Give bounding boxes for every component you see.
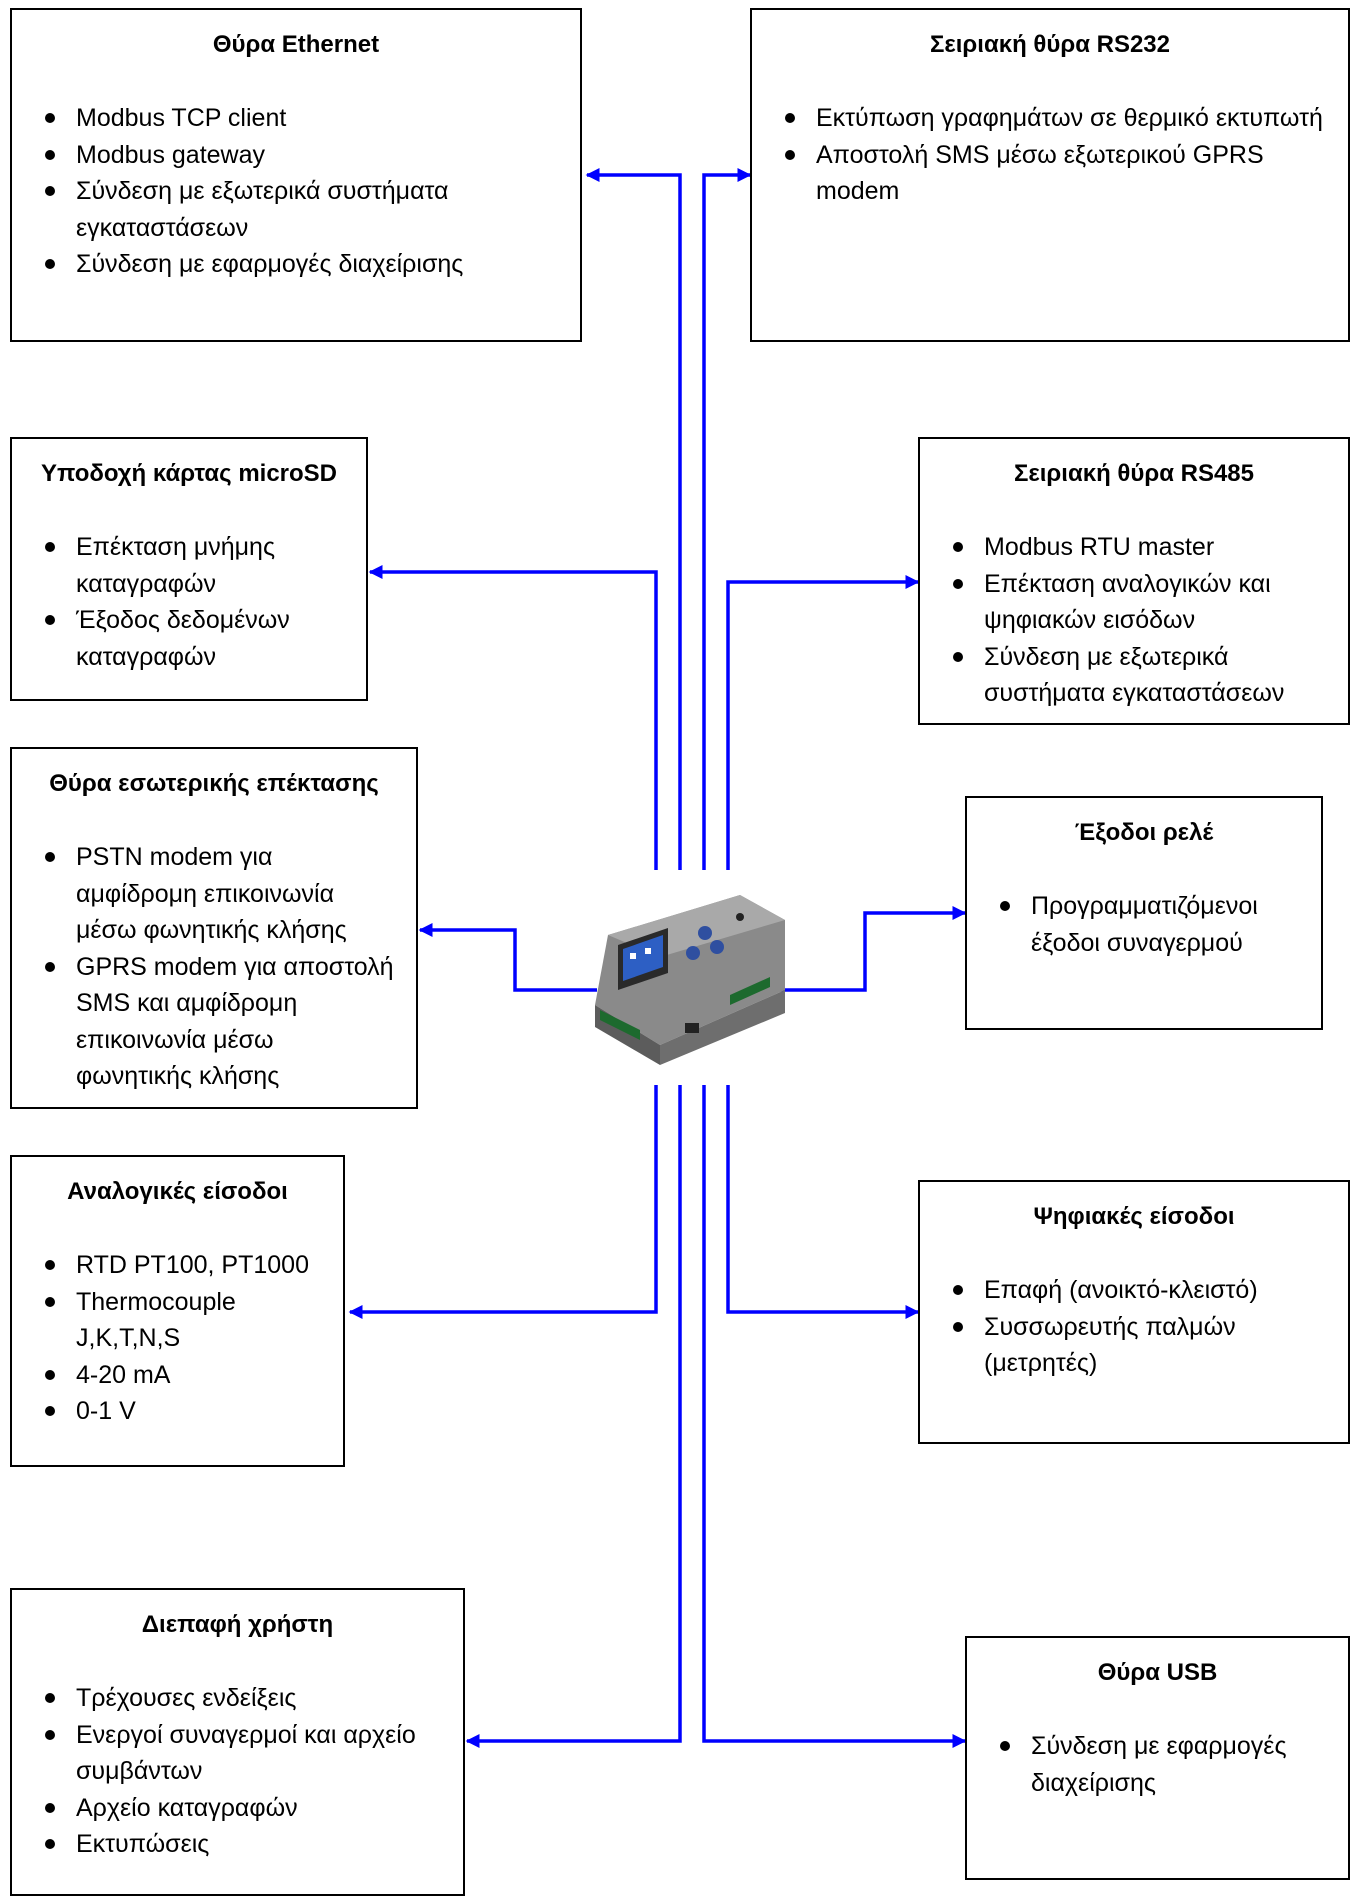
list-item: Τρέχουσες ενδείξεις <box>32 1680 443 1717</box>
bullet-list: Προγραμματιζόμενοι έξοδοι συναγερμού <box>987 888 1301 961</box>
arrow-rs232 <box>702 168 752 870</box>
arrow-rs485 <box>726 575 920 870</box>
box-title: Έξοδοι ρελέ <box>1074 819 1214 846</box>
list-item: Επέκταση μνήμης καταγραφών <box>32 529 346 602</box>
list-item: Επέκταση αναλογικών και ψηφιακών εισόδων <box>940 566 1328 639</box>
box-digital-inputs: Ψηφιακές είσοδοι Επαφή (ανοικτό-κλειστό)… <box>918 1180 1350 1444</box>
list-item: Συσσωρευτής παλμών (μετρητές) <box>940 1309 1328 1382</box>
arrow-internal <box>418 923 597 992</box>
bullet-list: RTD PT100, PT1000 Thermocouple J,K,T,N,S… <box>32 1247 323 1430</box>
bullet-list: Επαφή (ανοικτό-κλειστό) Συσσωρευτής παλμ… <box>940 1272 1328 1382</box>
arrow-relay <box>778 906 967 992</box>
list-item: Εκτυπώσεις <box>32 1826 443 1863</box>
bullet-list: Modbus TCP client Modbus gateway Σύνδεση… <box>32 100 560 283</box>
list-item: PSTN modem για αμφίδρομη επικοινωνία μέσ… <box>32 839 396 949</box>
bullet-list: Τρέχουσες ενδείξεις Ενεργοί συναγερμοί κ… <box>32 1680 443 1863</box>
list-item: Αρχείο καταγραφών <box>32 1790 443 1827</box>
controller-device-image <box>595 895 785 1065</box>
box-title: Θύρα USB <box>1097 1659 1218 1686</box>
box-title: Θύρα εσωτερικής επέκτασης <box>49 770 379 797</box>
arrow-analog <box>348 1085 658 1319</box>
list-item: Προγραμματιζόμενοι έξοδοι συναγερμού <box>987 888 1301 961</box>
arrow-ethernet <box>585 168 682 870</box>
box-title: Διεπαφή χρήστη <box>141 1611 334 1638</box>
list-item: Modbus TCP client <box>32 100 560 137</box>
arrow-microsd <box>368 565 658 870</box>
list-item: Σύνδεση με εφαρμογές διαχείρισης <box>32 246 560 283</box>
arrow-usb <box>702 1085 967 1748</box>
box-internal-expansion-port: Θύρα εσωτερικής επέκτασης PSTN modem για… <box>10 747 418 1109</box>
list-item: Επαφή (ανοικτό-κλειστό) <box>940 1272 1328 1309</box>
list-item: RTD PT100, PT1000 <box>32 1247 323 1284</box>
list-item: Εκτύπωση γραφημάτων σε θερμικό εκτυπωτή <box>772 100 1328 137</box>
box-ethernet-port: Θύρα Ethernet Modbus TCP client Modbus g… <box>10 8 582 342</box>
list-item: Thermocouple J,K,T,N,S <box>32 1284 323 1357</box>
arrow-ui <box>465 1085 682 1748</box>
box-rs232-port: Σειριακή θύρα RS232 Εκτύπωση γραφημάτων … <box>750 8 1350 342</box>
list-item: Modbus RTU master <box>940 529 1328 566</box>
list-item: Ενεργοί συναγερμοί και αρχείο συμβάντων <box>32 1717 443 1790</box>
list-item: 0-1 V <box>32 1393 323 1430</box>
list-item: Έξοδος δεδομένων καταγραφών <box>32 602 346 675</box>
box-relay-outputs: Έξοδοι ρελέ Προγραμματιζόμενοι έξοδοι συ… <box>965 796 1323 1030</box>
box-title: Ψηφιακές είσοδοι <box>1033 1203 1235 1230</box>
bullet-list: Modbus RTU master Επέκταση αναλογικών κα… <box>940 529 1328 712</box>
arrow-digital <box>726 1085 920 1319</box>
box-rs485-port: Σειριακή θύρα RS485 Modbus RTU master Επ… <box>918 437 1350 725</box>
box-title: Αναλογικές είσοδοι <box>67 1178 288 1205</box>
box-title: Σειριακή θύρα RS485 <box>1013 460 1255 487</box>
box-title: Θύρα Ethernet <box>212 31 380 58</box>
list-item: Σύνδεση με εξωτερικά συστήματα εγκαταστά… <box>940 639 1328 712</box>
list-item: Σύνδεση με εξωτερικά συστήματα εγκαταστά… <box>32 173 560 246</box>
list-item: GPRS modem για αποστολή SMS και αμφίδρομ… <box>32 949 396 1095</box>
bullet-list: Εκτύπωση γραφημάτων σε θερμικό εκτυπωτή … <box>772 100 1328 210</box>
box-title: Υποδοχή κάρτας microSD <box>40 460 338 487</box>
bullet-list: Επέκταση μνήμης καταγραφών Έξοδος δεδομέ… <box>32 529 346 675</box>
list-item: 4-20 mA <box>32 1357 323 1394</box>
box-user-interface: Διεπαφή χρήστη Τρέχουσες ενδείξεις Ενεργ… <box>10 1588 465 1896</box>
list-item: Σύνδεση με εφαρμογές διαχείρισης <box>987 1728 1328 1801</box>
box-usb-port: Θύρα USB Σύνδεση με εφαρμογές διαχείριση… <box>965 1636 1350 1880</box>
box-title: Σειριακή θύρα RS232 <box>929 31 1171 58</box>
bullet-list: PSTN modem για αμφίδρομη επικοινωνία μέσ… <box>32 839 396 1095</box>
box-microsd-slot: Υποδοχή κάρτας microSD Επέκταση μνήμης κ… <box>10 437 368 701</box>
bullet-list: Σύνδεση με εφαρμογές διαχείρισης <box>987 1728 1328 1801</box>
box-analog-inputs: Αναλογικές είσοδοι RTD PT100, PT1000 The… <box>10 1155 345 1467</box>
list-item: Modbus gateway <box>32 137 560 174</box>
list-item: Αποστολή SMS μέσω εξωτερικού GPRS modem <box>772 137 1328 210</box>
